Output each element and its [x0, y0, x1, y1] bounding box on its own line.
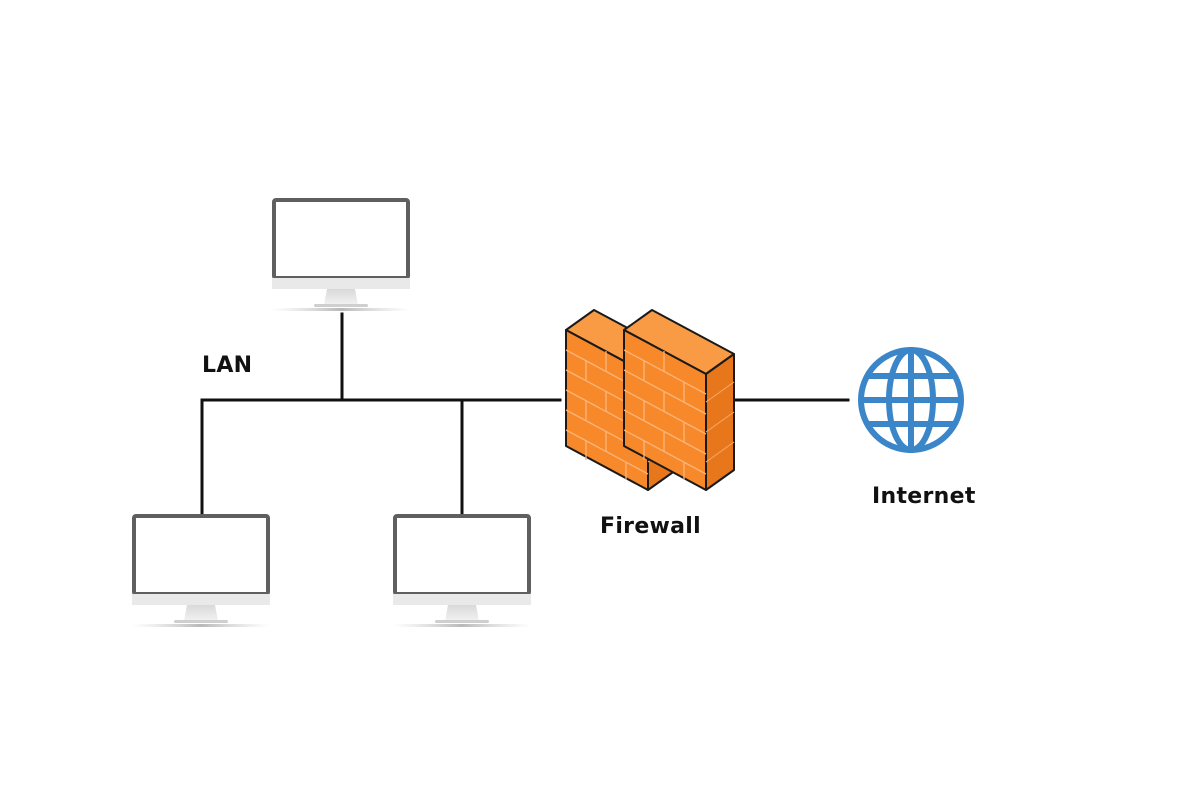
computer-top-icon — [270, 198, 412, 313]
network-links — [200, 312, 850, 515]
firewall-icon — [565, 309, 735, 491]
firewall-label: Firewall — [600, 514, 701, 539]
computer-bottom-left-icon — [130, 514, 272, 629]
globe-icon — [858, 347, 964, 453]
lan-label: LAN — [202, 353, 253, 378]
internet-label: Internet — [872, 484, 976, 509]
computer-bottom-middle-icon — [391, 514, 533, 629]
